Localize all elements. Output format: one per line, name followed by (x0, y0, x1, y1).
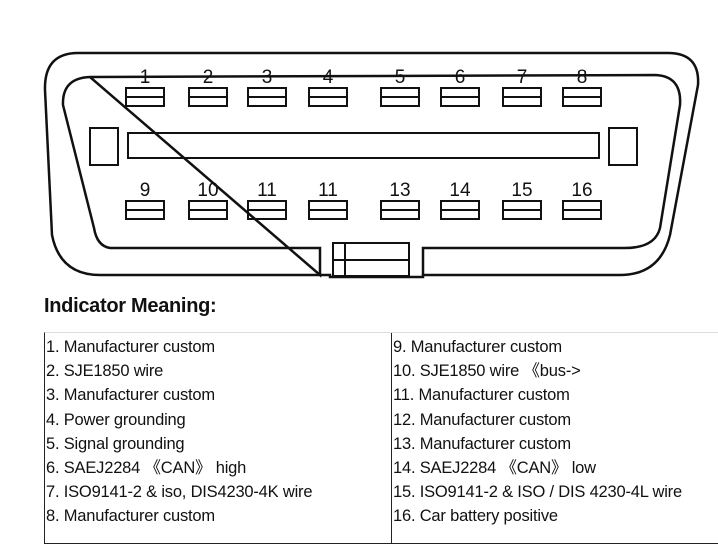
pin: 14 (440, 180, 480, 220)
pin-meaning-row: 1. Manufacturer custom (46, 338, 215, 356)
pin-meaning-row: 7. ISO9141-2 & iso, DIS4230-4K wire (46, 483, 313, 502)
pin-number: 14 (449, 180, 471, 201)
pin-number: 11 (318, 180, 338, 201)
pin: 13 (380, 180, 420, 220)
pin: 3 (247, 67, 287, 107)
pin: 6 (440, 67, 480, 107)
pin-meaning-row: 13. Manufacturer custom (393, 434, 571, 453)
pin-number: 10 (197, 180, 218, 201)
right-key (608, 127, 638, 166)
pin-meaning-row: 2. SJE1850 wire (46, 362, 164, 381)
pin-meaning-row: 10. SJE1850 wire 《bus-> (393, 362, 581, 381)
pin-number: 15 (511, 180, 532, 201)
pin-meaning-table: 1. Manufacturer custom 2. SJE1850 wire 3. … (44, 332, 718, 544)
pin-number: 8 (577, 67, 588, 88)
pin-meaning-row: 3. Manufacturer custom (46, 386, 215, 405)
pin-meaning-row: 11. Manufacturer custom (393, 386, 570, 405)
pin: 11 (308, 180, 348, 220)
pin-meaning-row: 9. Manufacturer custom (393, 338, 562, 356)
pin: 1 (125, 67, 165, 107)
pin: 11 (247, 180, 287, 220)
pin-number: 11 (257, 180, 277, 201)
pin-meaning-row: 8. Manufacturer custom (46, 507, 215, 526)
pin-number: 1 (140, 67, 151, 88)
pin-meaning-row: 14. SAEJ2284 《CAN》 low (393, 458, 596, 477)
pins-9-16-column: 9. Manufacturer custom 10. SJE1850 wire 《… (391, 333, 718, 543)
pin-number: 9 (140, 180, 151, 201)
pin: 2 (188, 67, 228, 107)
pin: 5 (380, 67, 420, 107)
latch (332, 242, 410, 277)
pin-meaning-row: 6. SAEJ2284 《CAN》 high (46, 458, 247, 477)
pin-number: 4 (323, 67, 334, 88)
pin: 9 (125, 180, 165, 220)
pin-meaning-row: 4. Power grounding (46, 410, 186, 429)
pin-number: 5 (395, 67, 406, 88)
pin-meaning-row: 15. ISO9141-2 & ISO / DIS 4230-4L wire (393, 483, 682, 502)
pin-number: 13 (389, 180, 410, 201)
pin-meaning-row: 5. Signal grounding (46, 434, 185, 453)
pin-number: 2 (203, 67, 214, 88)
pin: 16 (562, 180, 602, 220)
center-slot (127, 132, 600, 159)
pin: 8 (562, 67, 602, 107)
pin-number: 3 (262, 67, 273, 88)
obd2-connector-diagram: 1 2 3 4 5 6 7 8 9 10 11 11 13 14 15 16 (43, 51, 700, 279)
pin: 4 (308, 67, 348, 107)
pin-meaning-row: 16. Car battery positive (393, 507, 558, 526)
pin: 10 (188, 180, 228, 220)
pin-number: 6 (455, 67, 466, 88)
connector-inner-outline (61, 73, 682, 278)
connector-outer-outline (43, 51, 700, 279)
pin-number: 7 (517, 67, 528, 88)
pin: 7 (502, 67, 542, 107)
pin-meaning-row: 12. Manufacturer custom (393, 410, 571, 429)
pin-number: 16 (571, 180, 592, 201)
pins-1-8-column: 1. Manufacturer custom 2. SJE1850 wire 3. … (45, 335, 390, 529)
pin: 15 (502, 180, 542, 220)
left-key (89, 127, 119, 166)
indicator-heading: Indicator Meaning: (44, 295, 217, 317)
